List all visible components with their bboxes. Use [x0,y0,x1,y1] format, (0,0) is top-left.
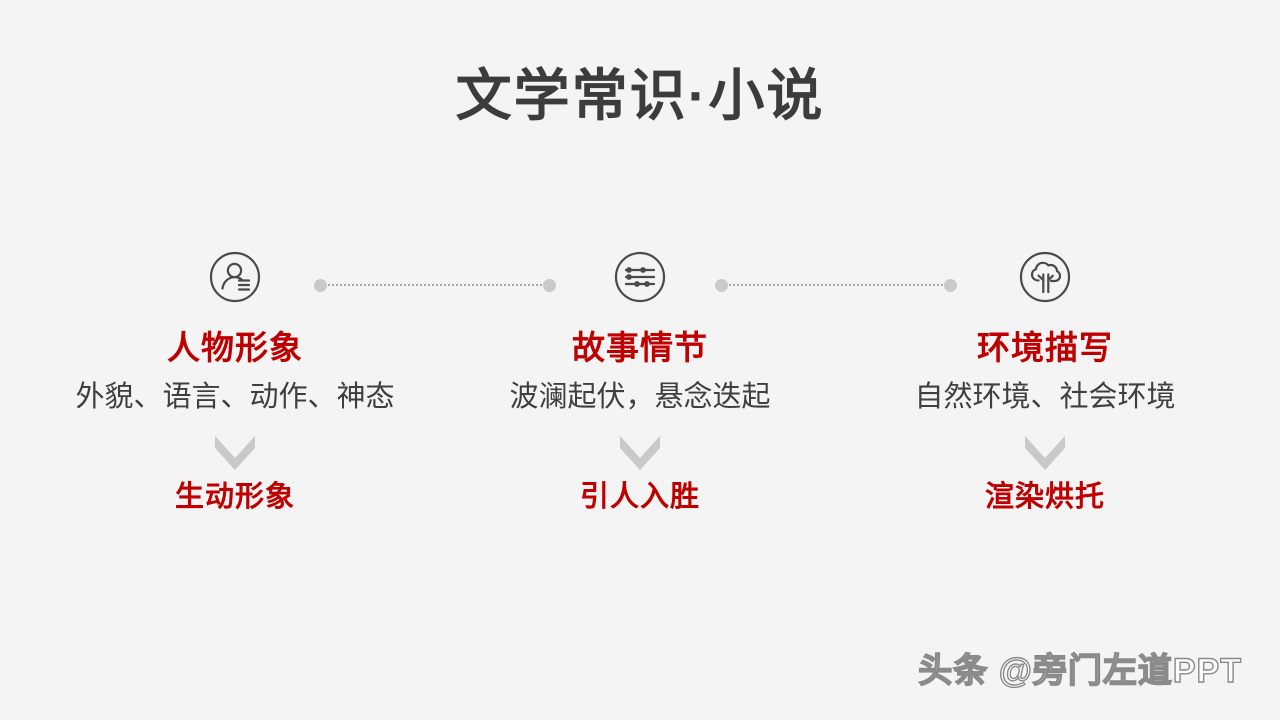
column-character: 人物形象 外貌、语言、动作、神态 生动形象 [40,250,430,514]
column-detail: 外貌、语言、动作、神态 [75,381,395,414]
connector-line-2 [715,278,957,292]
tree-icon [1018,250,1072,304]
column-heading: 故事情节 [572,329,708,366]
column-plot: 故事情节 波澜起伏，悬念迭起 引人入胜 [445,250,835,514]
content-columns: 人物形象 外貌、语言、动作、神态 生动形象 [40,250,1240,580]
column-result: 渲染烘托 [984,481,1105,514]
chevron-down-icon [212,434,258,471]
column-detail: 波澜起伏，悬念迭起 [509,381,771,414]
person-profile-icon [208,250,262,304]
connector-dot-left [715,278,728,292]
chevron-down-icon [617,434,663,471]
connector-dot-left [314,278,327,292]
connector-dashes [328,284,542,286]
sliders-icon [613,250,667,304]
page-title: 文学常识·小说 [455,64,825,127]
connector-dot-right [543,278,556,292]
column-result: 引人入胜 [579,481,700,514]
connector-dashes [729,284,943,286]
column-environment: 环境描写 自然环境、社会环境 渲染烘托 [850,250,1240,514]
connector-line-1 [314,278,556,292]
column-result: 生动形象 [174,481,295,514]
column-detail: 自然环境、社会环境 [914,381,1176,414]
column-heading: 人物形象 [167,329,303,366]
column-heading: 环境描写 [977,329,1113,366]
chevron-down-icon [1022,434,1068,471]
watermark: 头条 @旁门左道PPT [918,651,1242,690]
connector-dot-right [944,278,957,292]
